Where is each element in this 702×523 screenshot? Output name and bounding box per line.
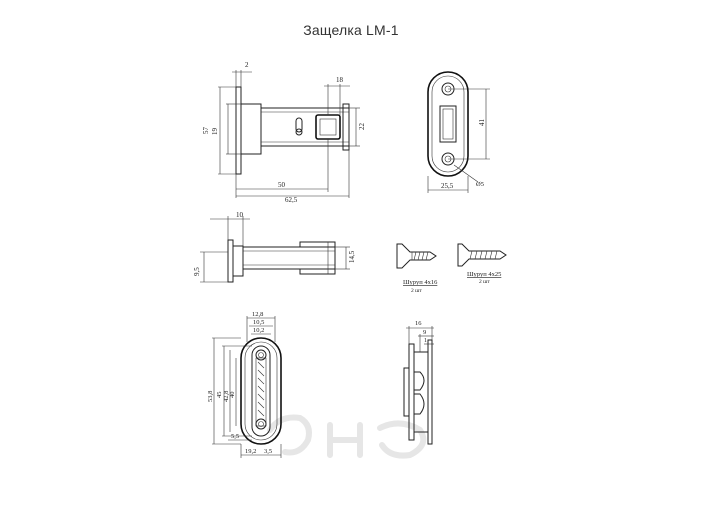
dim-top-offset: 9,5 xyxy=(193,267,201,276)
dim-strike-w2: 10,5 xyxy=(253,319,264,326)
screw-4x16-qty: 2 шт xyxy=(411,288,422,294)
dim-square: 18 xyxy=(336,76,344,84)
strike-plate-view: 12,8 10,5 10,2 53,8 45 42,8 40 5,5 19,2 … xyxy=(207,311,282,458)
screw-4x16-label: Шуруп 4х16 xyxy=(403,279,438,286)
dim-backset: 50 xyxy=(278,181,286,189)
screw-4x16: Шуруп 4х16 2 шт xyxy=(396,243,438,294)
dim-strike-h-total: 53,8 xyxy=(207,391,214,402)
dim-strike-w3: 10,2 xyxy=(253,327,264,334)
dim-strike-h-slot: 40 xyxy=(229,392,236,399)
drawing-title: Защелка LM-1 xyxy=(303,22,399,38)
dim-top-body-height: 14,5 xyxy=(348,250,356,263)
strike-outline xyxy=(240,337,282,445)
strike-hole-top xyxy=(255,349,267,361)
dim-body-width: 22 xyxy=(358,123,366,131)
side-view: 2 57 19 18 22 50 62,5 xyxy=(202,61,366,204)
flange-plate xyxy=(235,86,242,175)
dim-hole-dia: Ø5 xyxy=(476,181,484,188)
dim-strike-h-outer: 45 xyxy=(216,392,223,399)
front-plate-view: 41 25,5 Ø5 xyxy=(427,71,490,193)
latch-window xyxy=(439,105,457,143)
dim-strike-depth: 5,5 xyxy=(231,433,239,440)
body-end xyxy=(342,103,350,151)
dim-plate-width: 25,5 xyxy=(441,182,454,190)
strike-side-view: 16 9 1 xyxy=(403,320,434,445)
dim-strike-h-inner: 42,8 xyxy=(223,391,230,402)
dim-strike-side-lip: 9 xyxy=(423,329,426,336)
watermark xyxy=(267,414,427,459)
dim-strike-side-depth: 16 xyxy=(415,320,422,327)
lock-slot xyxy=(295,117,303,133)
dim-flange-thk: 2 xyxy=(245,61,249,69)
top-flange xyxy=(227,239,234,283)
screw-4x25-qty: 2 шт xyxy=(479,279,490,285)
dim-body-height: 19 xyxy=(211,128,219,136)
dim-hole-spacing: 41 xyxy=(478,119,486,127)
body-neck xyxy=(240,103,262,155)
front-plate-outline xyxy=(427,71,469,177)
dim-strike-width: 19,2 xyxy=(245,448,256,455)
dim-total-height: 57 xyxy=(202,127,210,135)
follower-square xyxy=(315,114,341,140)
screw-4x25: Шуруп 4х25 2 шт xyxy=(457,243,507,285)
dim-top-flange: 10 xyxy=(236,211,244,219)
dim-strike-side-thk: 1 xyxy=(424,338,427,344)
dim-strike-w1: 12,8 xyxy=(252,311,263,318)
strike-hole-bottom xyxy=(255,418,267,430)
dim-strike-edge: 3,5 xyxy=(264,448,272,455)
top-body xyxy=(242,246,336,270)
top-view: 10 9,5 14,5 xyxy=(193,211,356,283)
screw-4x25-label: Шуруп 4х25 xyxy=(467,271,501,278)
dim-total-length: 62,5 xyxy=(285,196,298,204)
